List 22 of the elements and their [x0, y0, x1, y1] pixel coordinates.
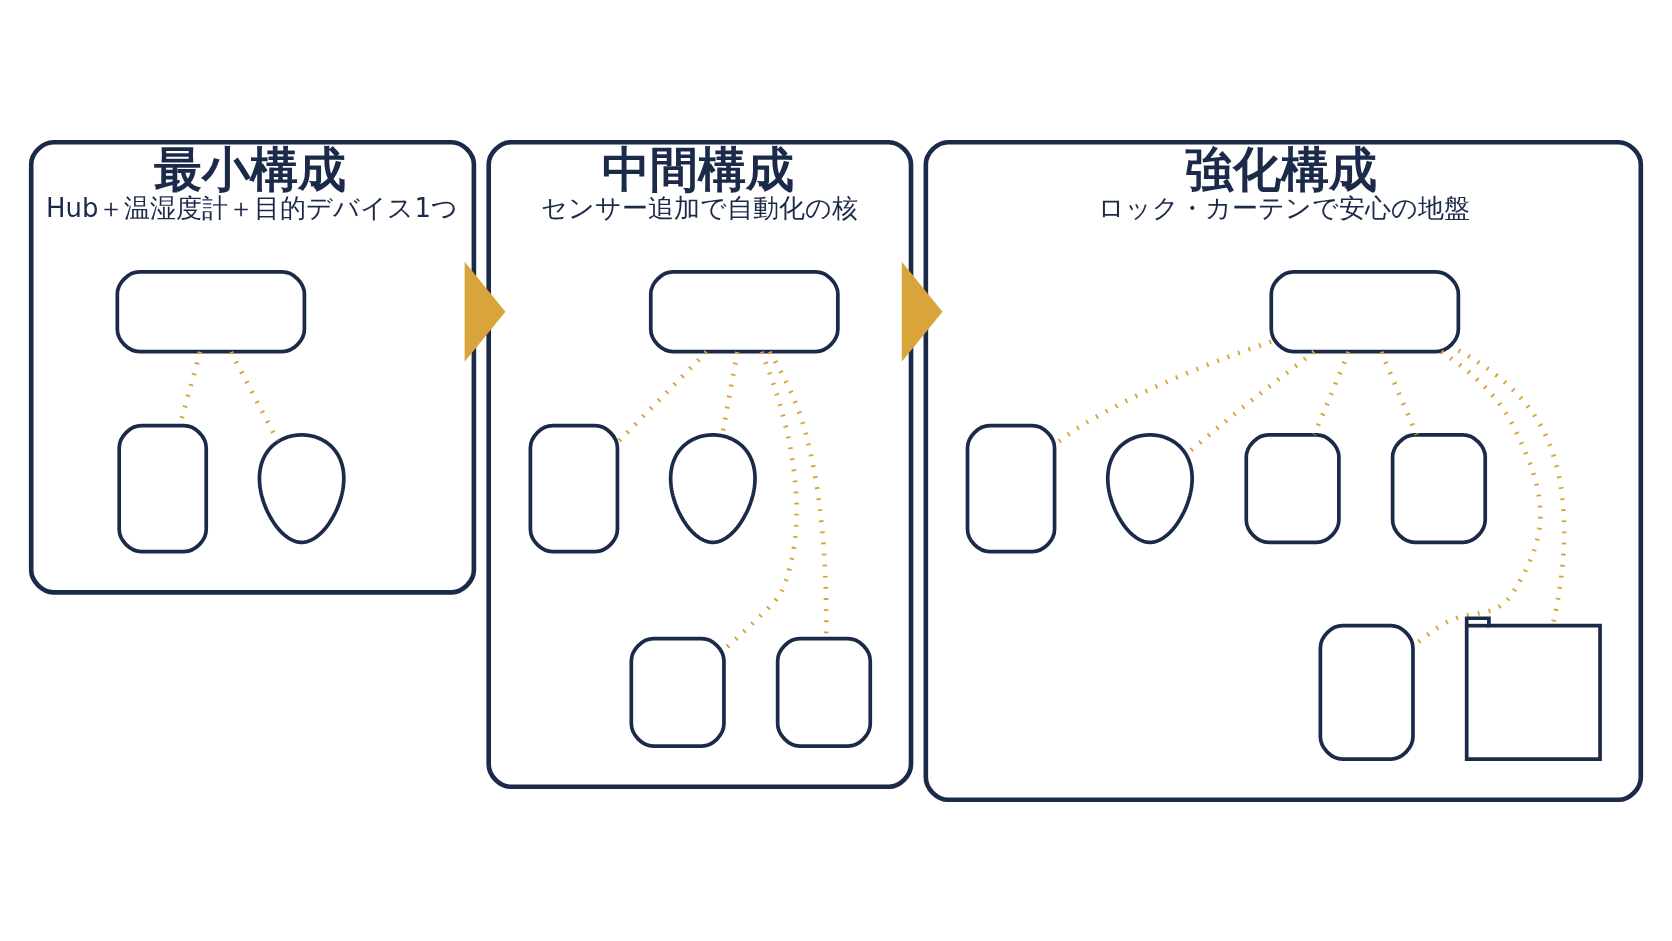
arrow — [464, 261, 506, 362]
node-hub — [1269, 269, 1461, 353]
node-bulb — [1105, 432, 1194, 544]
arrow — [901, 261, 943, 362]
node-thermometer — [528, 423, 620, 553]
connector — [228, 350, 280, 442]
node-bulb — [257, 432, 346, 544]
node-sensor — [1390, 432, 1488, 544]
node-thermometer — [965, 423, 1057, 553]
node-bulb — [668, 432, 757, 544]
node-sensor — [775, 636, 873, 748]
connector — [1312, 350, 1351, 435]
node-hub — [115, 269, 307, 353]
node-lock — [1318, 623, 1415, 761]
node-sensor — [629, 636, 726, 748]
node-thermometer — [117, 423, 209, 553]
connector — [616, 349, 709, 444]
node-hub — [648, 269, 840, 353]
node-sensor — [1244, 432, 1341, 544]
cluster: 強化構成 ロック・カーテンで安心の地盤 — [923, 139, 1644, 802]
connector — [1457, 348, 1567, 626]
connector — [1379, 350, 1419, 436]
